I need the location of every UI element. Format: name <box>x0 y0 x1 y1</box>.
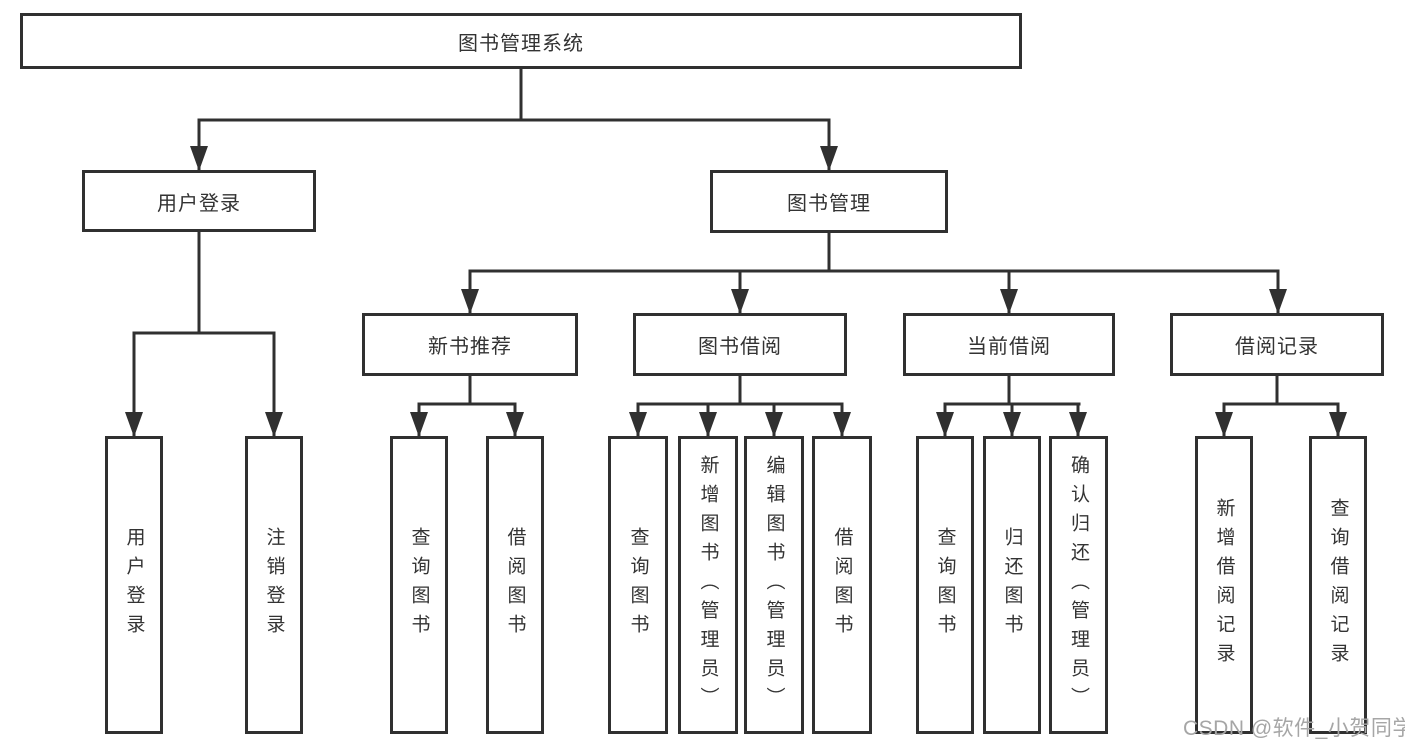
leaf-label: 查询图书 <box>627 527 649 643</box>
node-current-borrowing: 当前借阅 <box>903 313 1115 376</box>
leaf-label: 确认归还（管理员） <box>1068 454 1089 716</box>
watermark: CSDN @软件_小贺同学 <box>1183 717 1405 740</box>
leaf-query-books-current: 查询图书 <box>916 436 974 734</box>
leaf-label: 查询借阅记录 <box>1327 498 1349 672</box>
leaf-label: 借阅图书 <box>504 527 526 643</box>
leaf-edit-books-admin: 编辑图书（管理员） <box>744 436 804 734</box>
leaf-confirm-return-admin: 确认归还（管理员） <box>1049 436 1108 734</box>
leaf-label: 查询图书 <box>934 527 956 643</box>
node-library-system: 图书管理系统 <box>20 13 1022 69</box>
connector-user-login-branch <box>125 232 283 437</box>
node-borrowing-records: 借阅记录 <box>1170 313 1384 376</box>
leaf-query-borrow-record: 查询借阅记录 <box>1309 436 1367 734</box>
connector-book-borrow-branch <box>629 376 851 437</box>
leaf-label: 用户登录 <box>123 527 145 643</box>
connector-new-book-branch <box>410 376 524 437</box>
leaf-borrow-books-recommend: 借阅图书 <box>486 436 544 734</box>
leaf-label: 归还图书 <box>1001 527 1023 643</box>
leaf-add-books-admin: 新增图书（管理员） <box>678 436 738 734</box>
connector-borrow-records-branch <box>1215 376 1347 437</box>
leaf-return-books: 归还图书 <box>983 436 1041 734</box>
node-user-login: 用户登录 <box>82 170 316 232</box>
node-new-book-recommend: 新书推荐 <box>362 313 578 376</box>
node-book-management: 图书管理 <box>710 170 948 233</box>
leaf-query-books-borrowing: 查询图书 <box>608 436 668 734</box>
leaf-label: 借阅图书 <box>831 527 853 643</box>
leaf-label: 查询图书 <box>408 527 430 643</box>
leaf-query-books-recommend: 查询图书 <box>390 436 448 734</box>
leaf-label: 新增借阅记录 <box>1213 498 1235 672</box>
connector-current-borrow-branch <box>936 376 1087 437</box>
connector-book-mgmt-branch <box>461 233 1287 314</box>
connector-root-branch <box>190 69 838 171</box>
leaf-label: 编辑图书（管理员） <box>763 454 785 716</box>
leaf-add-borrow-record: 新增借阅记录 <box>1195 436 1253 734</box>
leaf-label: 注销登录 <box>263 527 285 643</box>
leaf-label: 新增图书（管理员） <box>697 454 719 716</box>
leaf-borrow-books: 借阅图书 <box>812 436 872 734</box>
leaf-logout: 注销登录 <box>245 436 303 734</box>
leaf-user-login: 用户登录 <box>105 436 163 734</box>
node-book-borrowing: 图书借阅 <box>633 313 847 376</box>
